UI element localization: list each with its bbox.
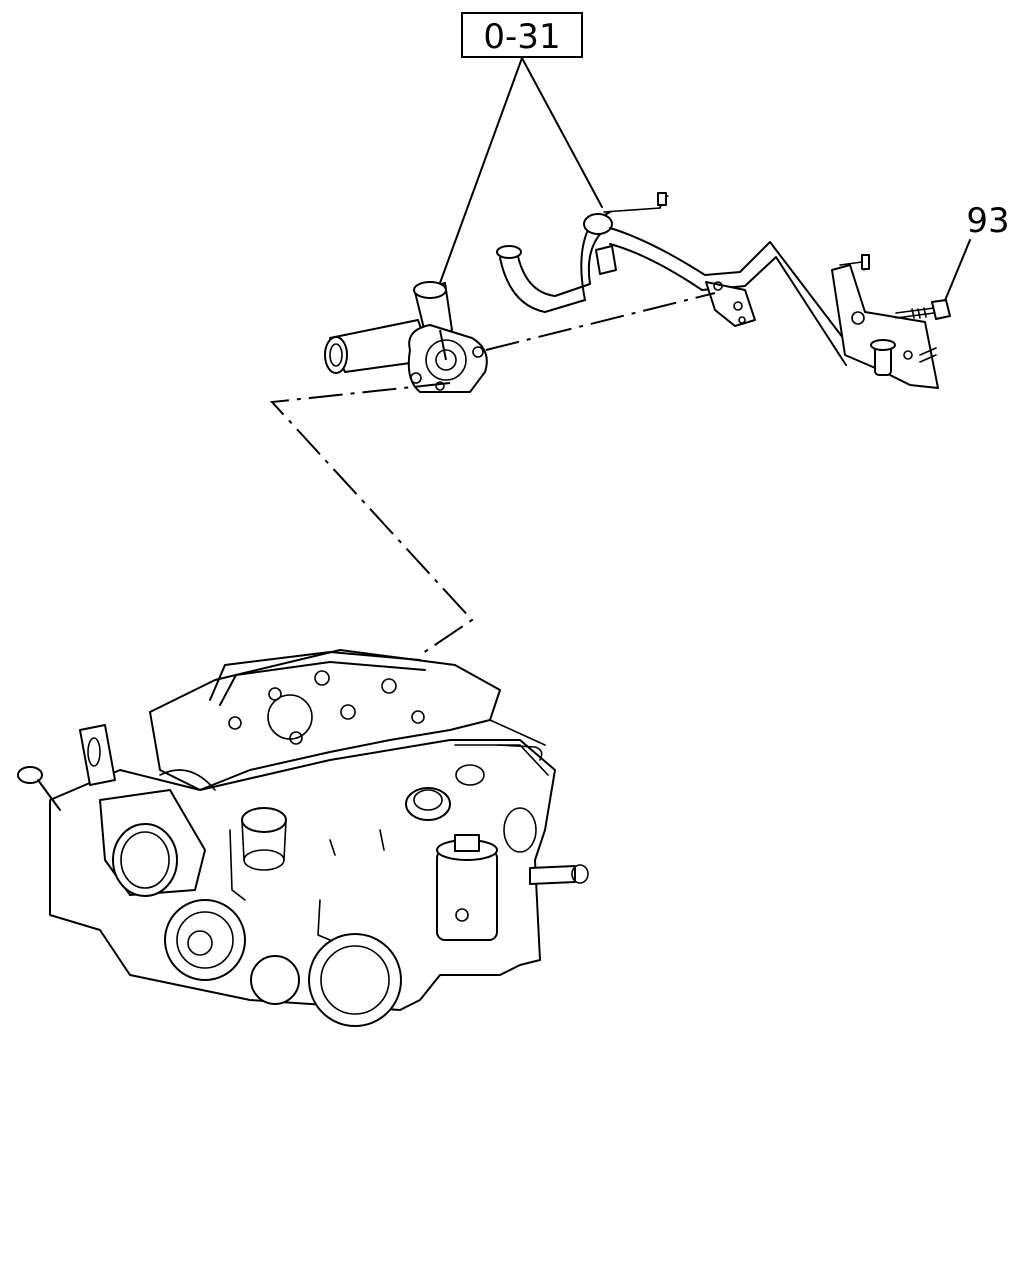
leader-line-93 bbox=[943, 239, 971, 304]
bolt-93 bbox=[895, 299, 951, 320]
assembly-guide-lines bbox=[269, 292, 716, 656]
leader-lines-0-31 bbox=[439, 57, 603, 284]
callout-93[interactable]: 93 bbox=[966, 201, 1009, 241]
callout-93-label: 93 bbox=[966, 201, 1009, 241]
water-pipe bbox=[496, 192, 939, 389]
engine-assembly bbox=[17, 649, 589, 1027]
callout-0-31-label: 0-31 bbox=[483, 17, 560, 57]
thermostat-housing bbox=[324, 281, 488, 393]
callout-0-31[interactable]: 0-31 bbox=[461, 12, 583, 58]
